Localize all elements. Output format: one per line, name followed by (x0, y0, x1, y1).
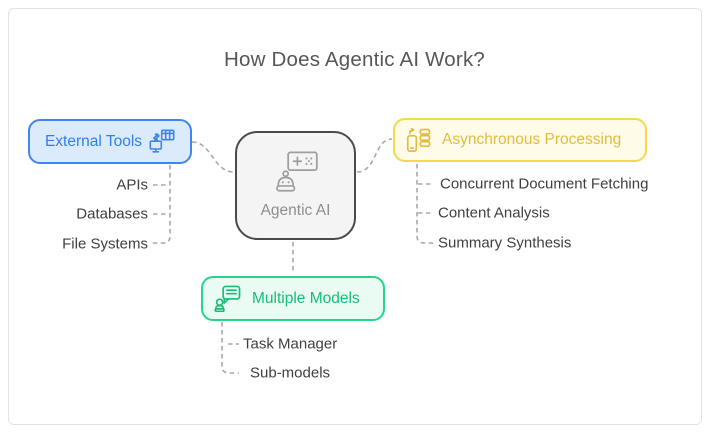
agent-robot-board-icon (273, 151, 319, 193)
agentic-ai-label: Agentic AI (260, 202, 331, 219)
child-databases: Databases (76, 205, 148, 223)
child-sub-models: Sub-models (250, 364, 331, 382)
phone-database-upload-icon (406, 127, 431, 153)
node-agentic-ai: Agentic AI (235, 131, 356, 240)
child-content-analysis: Content Analysis (438, 204, 550, 222)
diagram-title: How Does Agentic AI Work? (224, 48, 485, 71)
asynchronous-processing-label: Asynchronous Processing (442, 131, 622, 148)
external-tools-label: External Tools (44, 132, 143, 150)
node-multiple-models: Multiple Models (201, 276, 385, 321)
robot-chat-bubble-icon (214, 285, 241, 312)
child-task-manager: Task Manager (243, 335, 338, 353)
node-asynchronous-processing: Asynchronous Processing (393, 118, 647, 162)
child-concurrent-document-fetching: Concurrent Document Fetching (440, 175, 649, 193)
multiple-models-label: Multiple Models (252, 289, 360, 307)
child-apis: APIs (116, 176, 148, 194)
child-summary-synthesis: Summary Synthesis (438, 234, 572, 252)
child-file-systems: File Systems (62, 235, 148, 253)
monitor-table-sync-icon (149, 128, 175, 155)
node-external-tools: External Tools (28, 119, 192, 164)
